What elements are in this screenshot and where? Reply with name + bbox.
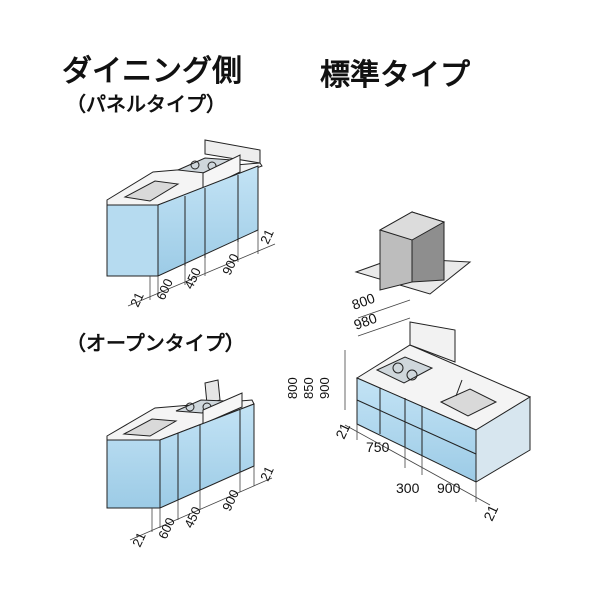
std-dim-w1: 750 xyxy=(366,439,390,455)
open-type-kitchen xyxy=(106,379,255,509)
panel-dim-right-end: 21 xyxy=(257,227,277,246)
std-dim-w2: 300 xyxy=(396,480,420,496)
standard-dimension-lines xyxy=(344,299,491,506)
panel-back-panel xyxy=(204,139,261,164)
panel-dim-w2: 450 xyxy=(181,265,204,291)
std-right-end xyxy=(475,396,531,483)
standard-dimension-labels: 800 980 800 850 900 21 750 300 900 21 xyxy=(285,290,501,524)
panel-dim-w3: 900 xyxy=(219,251,242,277)
open-dim-right-end: 21 xyxy=(257,464,277,483)
panel-dimension-lines xyxy=(127,230,276,307)
panel-dim-w1: 600 xyxy=(153,276,176,302)
panel-dim-left-end: 21 xyxy=(127,290,147,309)
range-hood xyxy=(354,211,472,295)
dining-side-title: ダイニング側 xyxy=(62,54,242,89)
panel-splash xyxy=(202,154,241,191)
std-faucet xyxy=(455,379,463,397)
open-dim-w3: 900 xyxy=(219,487,242,513)
std-dim-height-3: 900 xyxy=(317,377,332,399)
std-hob xyxy=(375,356,434,384)
open-dim-w2: 450 xyxy=(181,504,204,530)
std-sink xyxy=(439,388,498,417)
std-burner xyxy=(392,362,404,374)
std-burner xyxy=(406,369,418,381)
open-burner xyxy=(185,402,195,412)
panel-burner xyxy=(190,160,200,170)
panel-left-end xyxy=(106,204,159,277)
std-dim-height-2: 850 xyxy=(301,377,316,399)
std-back-splash xyxy=(409,321,456,363)
hood-duct-top xyxy=(378,211,446,241)
std-dim-height-1: 800 xyxy=(285,377,300,399)
std-dim-left-end: 21 xyxy=(332,420,353,441)
std-dim-depth1: 800 xyxy=(350,290,378,313)
standard-type-title: 標準タイプ xyxy=(320,58,470,93)
std-dim-w3: 900 xyxy=(437,480,461,496)
open-dim-w1: 600 xyxy=(155,515,178,541)
std-dim-depth2: 980 xyxy=(352,310,380,333)
panel-sink xyxy=(123,180,180,202)
open-dim-left-end: 21 xyxy=(129,530,149,549)
standard-type-kitchen xyxy=(355,321,532,483)
open-dimension-lines xyxy=(129,466,273,541)
panel-type-kitchen xyxy=(106,139,263,277)
panel-type-subtitle: （パネルタイプ） xyxy=(66,92,226,116)
open-type-subtitle: （オープンタイプ） xyxy=(66,331,245,355)
open-back-panel xyxy=(204,379,221,405)
open-sink xyxy=(122,418,178,437)
open-splash xyxy=(202,392,243,425)
std-dim-right-end: 21 xyxy=(480,502,501,523)
